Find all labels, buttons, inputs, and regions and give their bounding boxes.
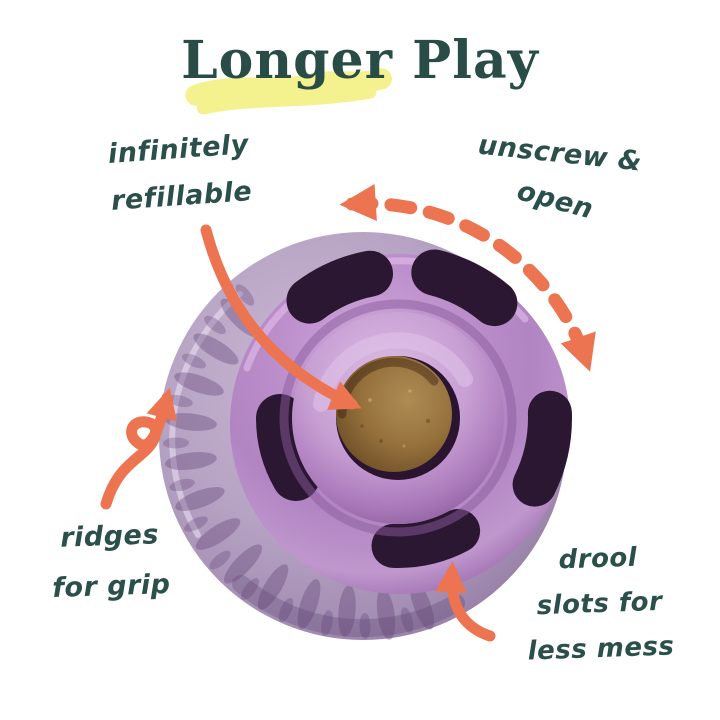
grip-ridges: [165, 298, 434, 640]
rim-notches: [163, 284, 414, 639]
unscrew-rotation-arrow: [339, 184, 596, 372]
arrow-to-treat: [200, 224, 362, 410]
drool-slot: [371, 509, 481, 568]
callout-drool-slots: drool slots for less mess: [510, 534, 690, 675]
callout-line: less mess: [527, 631, 675, 667]
drool-slot: [512, 390, 572, 507]
arrow-to-drool-slot: [435, 561, 496, 642]
treat-ball-insert: [336, 356, 452, 472]
callout-line: slots for: [536, 586, 663, 622]
drool-slot: [411, 249, 518, 327]
callout-unscrew-open: unscrew & open: [461, 121, 655, 234]
treat-speckles: [360, 389, 430, 448]
treat-ball: [159, 232, 572, 640]
annotation-arrows: [100, 184, 596, 642]
page-title: Longer Play: [181, 30, 539, 91]
callout-ridges-for-grip: ridges for grip: [26, 509, 194, 615]
arrow-to-ridges: [100, 387, 177, 510]
title-highlight: [185, 68, 392, 115]
callout-line: drool: [558, 542, 638, 576]
callout-line: ridges: [59, 519, 160, 554]
drool-slot: [286, 250, 393, 324]
callout-infinitely-refillable: infinitely refillable: [92, 120, 268, 226]
callout-line: for grip: [51, 568, 171, 605]
